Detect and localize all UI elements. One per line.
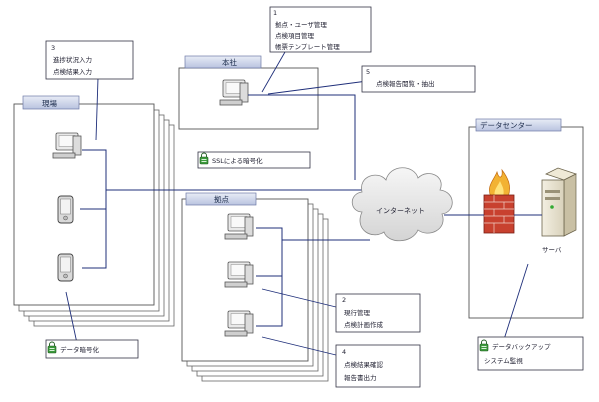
- svg-text:拠点・ユーザ管理: 拠点・ユーザ管理: [275, 20, 327, 29]
- network-lines: [80, 94, 542, 327]
- site-group: 現場: [13, 95, 175, 327]
- site-title: 現場: [42, 98, 57, 108]
- svg-text:4: 4: [342, 348, 346, 356]
- hq-header: [184, 55, 262, 69]
- svg-text:点検結果入力: 点検結果入力: [53, 67, 92, 76]
- server-label: サーバ: [542, 246, 562, 254]
- base-title: 拠点: [214, 194, 229, 204]
- dc-header: [475, 118, 562, 132]
- svg-text:点検項目管理: 点検項目管理: [275, 31, 315, 40]
- callout-4: 4 点検結果確認 報告書出力: [335, 344, 421, 388]
- hq-group: 本社: [178, 55, 319, 130]
- svg-text:現行管理: 現行管理: [344, 308, 371, 317]
- site-header: [22, 95, 80, 110]
- svg-text:データ暗号化: データ暗号化: [60, 345, 100, 354]
- svg-text:点検計画作成: 点検計画作成: [344, 320, 384, 329]
- internet-cloud: インターネット: [351, 167, 453, 242]
- svg-text:1: 1: [273, 9, 277, 17]
- svg-text:点検結果確認: 点検結果確認: [344, 360, 384, 369]
- callout-ssl: SSLによる暗号化: [197, 151, 311, 169]
- svg-text:データバックアップ: データバックアップ: [492, 342, 551, 351]
- svg-text:進捗状況入力: 進捗状況入力: [53, 55, 92, 64]
- callout-5: 5 点検報告閲覧・抽出: [361, 65, 476, 93]
- svg-text:SSLによる暗号化: SSLによる暗号化: [212, 156, 263, 165]
- svg-text:3: 3: [51, 44, 55, 52]
- dc-title: データセンター: [480, 120, 533, 130]
- svg-text:報告書出力: 報告書出力: [344, 373, 377, 382]
- callout-2: 2 現行管理 点検計画作成: [335, 293, 421, 333]
- base-group: 拠点: [181, 192, 329, 382]
- svg-text:点検報告閲覧・抽出: 点検報告閲覧・抽出: [376, 79, 435, 88]
- hq-title: 本社: [222, 57, 237, 67]
- base-header: [185, 192, 257, 206]
- callout-encryption: データ暗号化: [45, 339, 139, 359]
- server-icon: [541, 167, 577, 237]
- datacenter-group: データセンター サーバ: [468, 118, 584, 319]
- callout-3: 3 進捗状況入力 点検結果入力: [45, 40, 134, 80]
- internet-label: インターネット: [376, 206, 425, 215]
- svg-text:帳票テンプレート管理: 帳票テンプレート管理: [275, 42, 340, 51]
- callout-1: 1 拠点・ユーザ管理 点検項目管理 帳票テンプレート管理: [269, 6, 372, 53]
- firewall-icon: [483, 168, 515, 234]
- svg-text:システム監視: システム監視: [484, 356, 523, 365]
- svg-text:5: 5: [366, 68, 370, 76]
- svg-text:2: 2: [342, 296, 346, 304]
- callout-backup: データバックアップ システム監視: [477, 336, 584, 371]
